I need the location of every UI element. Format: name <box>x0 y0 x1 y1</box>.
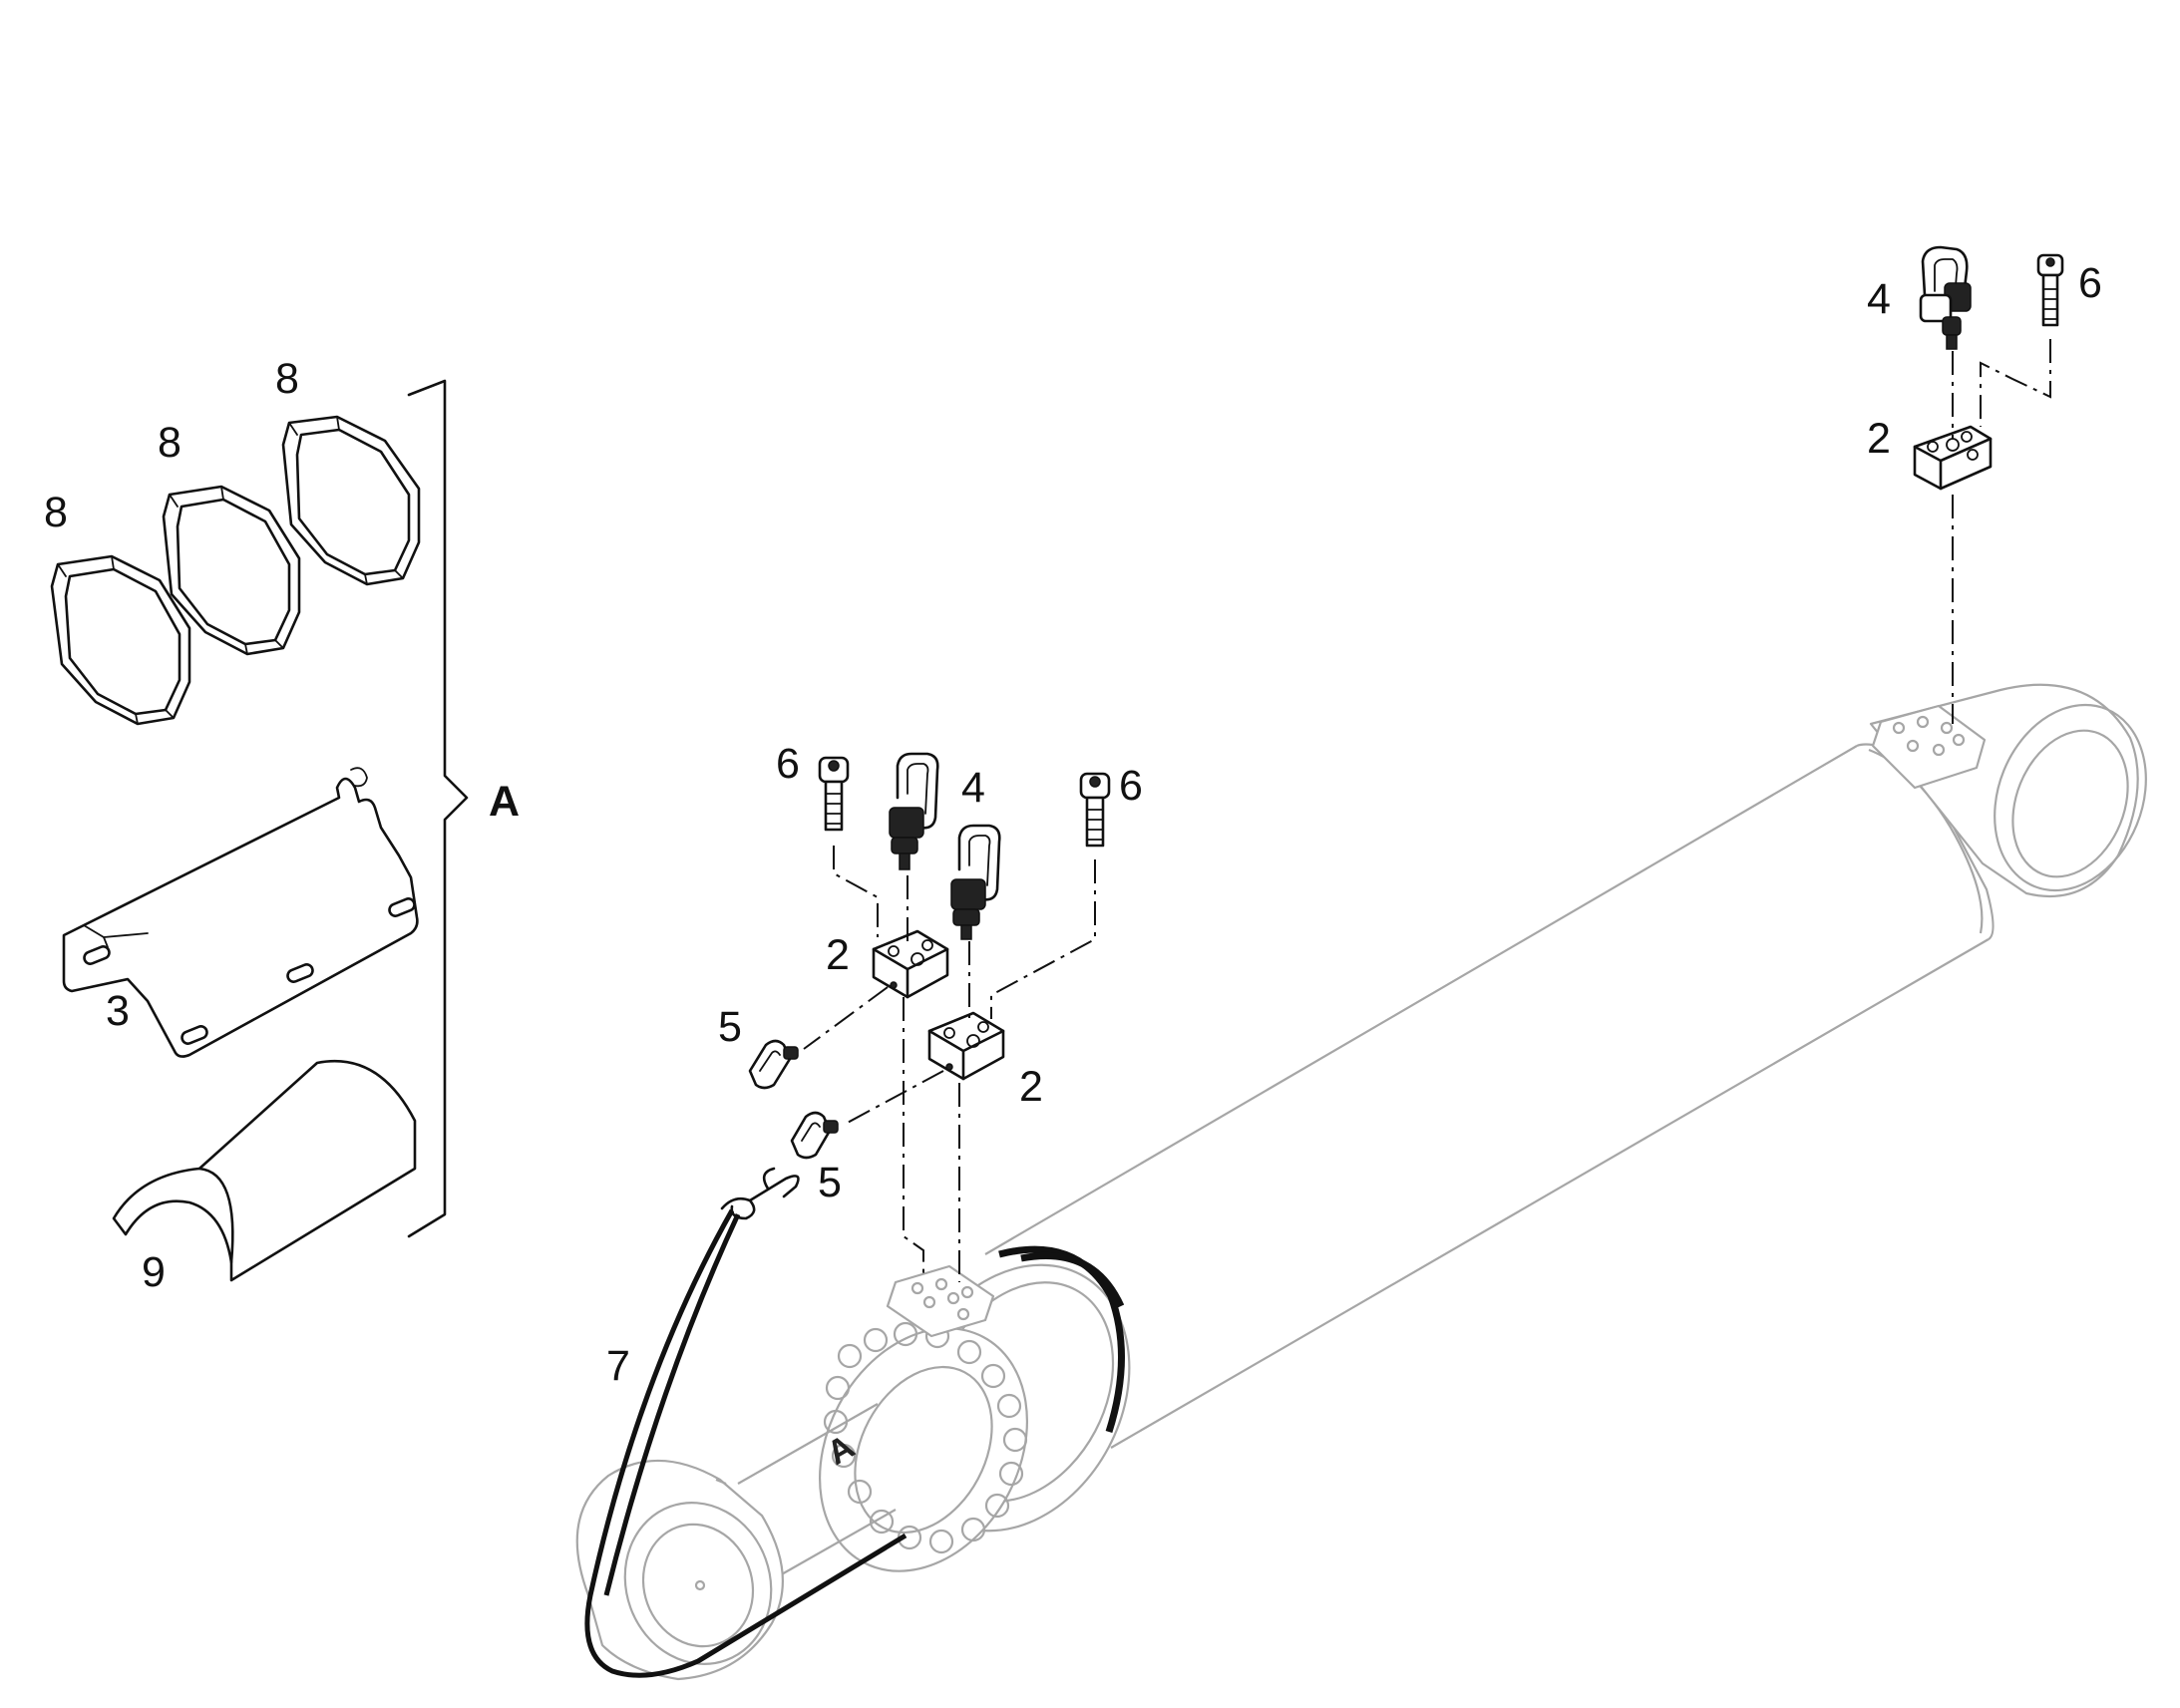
lifting-eye-4-right <box>1919 245 1972 350</box>
right-attachments <box>1913 245 2064 724</box>
lock-clip-5-lower <box>790 1111 839 1160</box>
clamp-ring-8-back <box>281 415 421 586</box>
center-attachments <box>720 752 1111 1282</box>
s-hook <box>720 1167 800 1220</box>
group-bracket <box>407 379 469 1238</box>
callout-eye-4-right: 4 <box>1867 275 1891 323</box>
lock-clip-5-upper <box>748 1039 799 1090</box>
safety-wire-7 <box>584 1208 908 1678</box>
callout-block-2-right: 2 <box>1867 415 1891 463</box>
cylinder-head-eye <box>1869 683 2147 898</box>
callout-eye-4-center: 4 <box>961 764 985 812</box>
cylinder-gland <box>818 1245 1131 1572</box>
cap-screw-6-left <box>818 756 850 832</box>
callout-block-2-lower: 2 <box>1019 1063 1043 1111</box>
mounting-block-2-right <box>1913 425 1993 491</box>
kit-a-group <box>50 379 469 1282</box>
lifting-eye-4-lower <box>950 824 1001 940</box>
piston-rod <box>737 1403 897 1576</box>
callout-clip-5-lower: 5 <box>818 1159 842 1206</box>
hydraulic-cylinder: A <box>575 683 2147 1681</box>
callout-guard-3: 3 <box>106 987 130 1035</box>
callout-wire-7: 7 <box>606 1342 630 1390</box>
cap-screw-6-center <box>1079 772 1111 848</box>
lifting-eye-4-upper <box>889 752 939 870</box>
cylinder-barrel <box>984 745 1990 1449</box>
callout-bolt-6-right: 6 <box>2078 259 2102 307</box>
cover-shell-9 <box>112 1059 417 1282</box>
callout-labels: 8 8 8 3 9 A 6 4 6 2 2 5 5 7 4 6 2 <box>44 259 2102 1390</box>
clamp-ring-8-front <box>50 554 191 726</box>
mounting-block-2-lower <box>927 1011 1005 1081</box>
callout-bolt-6-center: 6 <box>1119 762 1143 810</box>
callout-ring-8c: 8 <box>275 355 299 403</box>
callout-group-a: A <box>489 778 520 826</box>
callout-clip-5-upper: 5 <box>718 1003 742 1051</box>
callout-block-2-upper: 2 <box>826 931 850 979</box>
callout-bolt-6-left: 6 <box>776 740 800 788</box>
guard-plate-3 <box>62 767 419 1058</box>
clamp-ring-8-middle <box>162 485 301 656</box>
callout-shell-9: 9 <box>142 1248 166 1296</box>
callout-ring-8a: 8 <box>44 489 68 536</box>
mounting-block-2-upper <box>872 929 949 999</box>
callout-ring-8b: 8 <box>158 419 182 467</box>
cap-screw-6-right <box>2036 253 2064 327</box>
